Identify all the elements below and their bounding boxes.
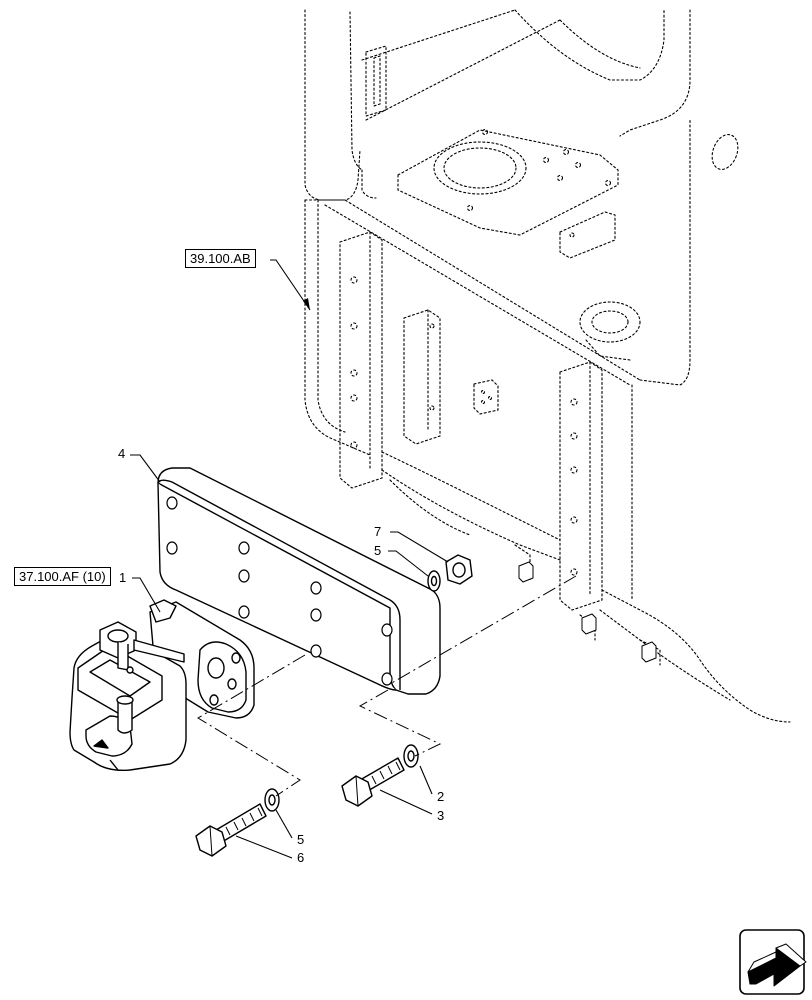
washer-small (403, 744, 419, 768)
callout-washer-nut: 5 (374, 543, 382, 558)
leader-lines (130, 259, 449, 859)
washer-lower (264, 788, 280, 812)
callout-bolt-long: 6 (297, 850, 305, 865)
callout-plate: 4 (118, 446, 126, 461)
callout-bolt-short: 3 (437, 808, 445, 823)
hook-reference-label: 37.100.AF (10) (14, 567, 111, 586)
assembly-centerlines (197, 575, 577, 797)
callout-hook: 1 (119, 570, 127, 585)
bolt-long (195, 803, 267, 857)
drawbar-plate (157, 467, 441, 695)
next-page-arrow-icon (747, 943, 807, 987)
callout-nut: 7 (374, 524, 382, 539)
bolt-short (341, 757, 405, 807)
callout-washer-bolt: 5 (297, 832, 305, 847)
frame-reference-label: 39.100.AB (185, 249, 256, 268)
tow-hook (69, 599, 255, 772)
washer-upper (427, 570, 441, 592)
drawbar-plate-holes (166, 496, 393, 686)
tractor-frame (304, 9, 791, 723)
leader-arrowheads (303, 298, 310, 310)
frame-bolt-heads (518, 561, 657, 663)
next-page-button[interactable] (738, 928, 806, 996)
callout-washer-small: 2 (437, 789, 445, 804)
hex-nut (445, 554, 473, 585)
